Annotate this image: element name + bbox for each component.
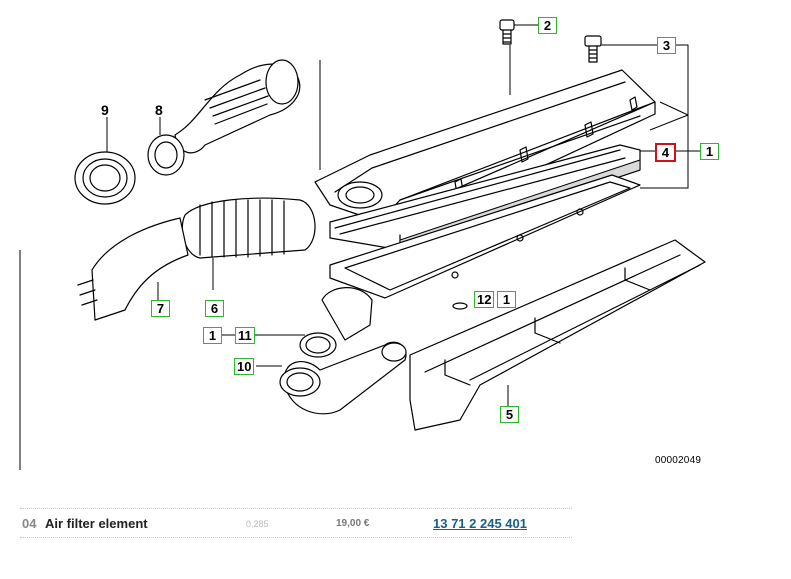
bolt-2[interactable] [499, 19, 515, 45]
part-price: 19,00 € [336, 518, 370, 529]
callout-1-left[interactable]: 1 [203, 327, 222, 344]
label-8: 8 [155, 102, 163, 118]
callout-11[interactable]: 11 [235, 327, 255, 344]
callout-12[interactable]: 12 [474, 291, 495, 308]
diagram-reference-id: 00002049 [655, 455, 702, 466]
callout-10[interactable]: 10 [234, 358, 255, 375]
part-position: 04 [22, 516, 37, 531]
upper-intake-hose[interactable] [74, 59, 301, 205]
callout-6[interactable]: 6 [205, 300, 224, 317]
bellows-hose[interactable] [77, 197, 316, 321]
bolt-3[interactable] [452, 35, 602, 310]
callout-1-top[interactable]: 1 [700, 143, 719, 160]
callout-7[interactable]: 7 [151, 300, 170, 317]
part-weight: 0,285 [246, 519, 269, 529]
lower-intake-duct[interactable] [279, 287, 407, 415]
part-description: Air filter element [45, 516, 148, 531]
parts-list-row[interactable]: 04 Air filter element 0,285 19,00 € 13 7… [20, 508, 572, 538]
label-9: 9 [101, 102, 109, 118]
heat-shield[interactable] [409, 239, 706, 431]
callout-3[interactable]: 3 [657, 37, 676, 54]
callout-5[interactable]: 5 [500, 406, 519, 423]
filter-housing-cover[interactable] [314, 69, 656, 236]
callout-4-selected[interactable]: 4 [655, 143, 676, 162]
callout-1-mid[interactable]: 1 [497, 291, 516, 308]
callout-2[interactable]: 2 [538, 17, 557, 34]
filter-housing-lower[interactable] [329, 174, 641, 299]
part-number-link[interactable]: 13 71 2 245 401 [433, 516, 527, 531]
